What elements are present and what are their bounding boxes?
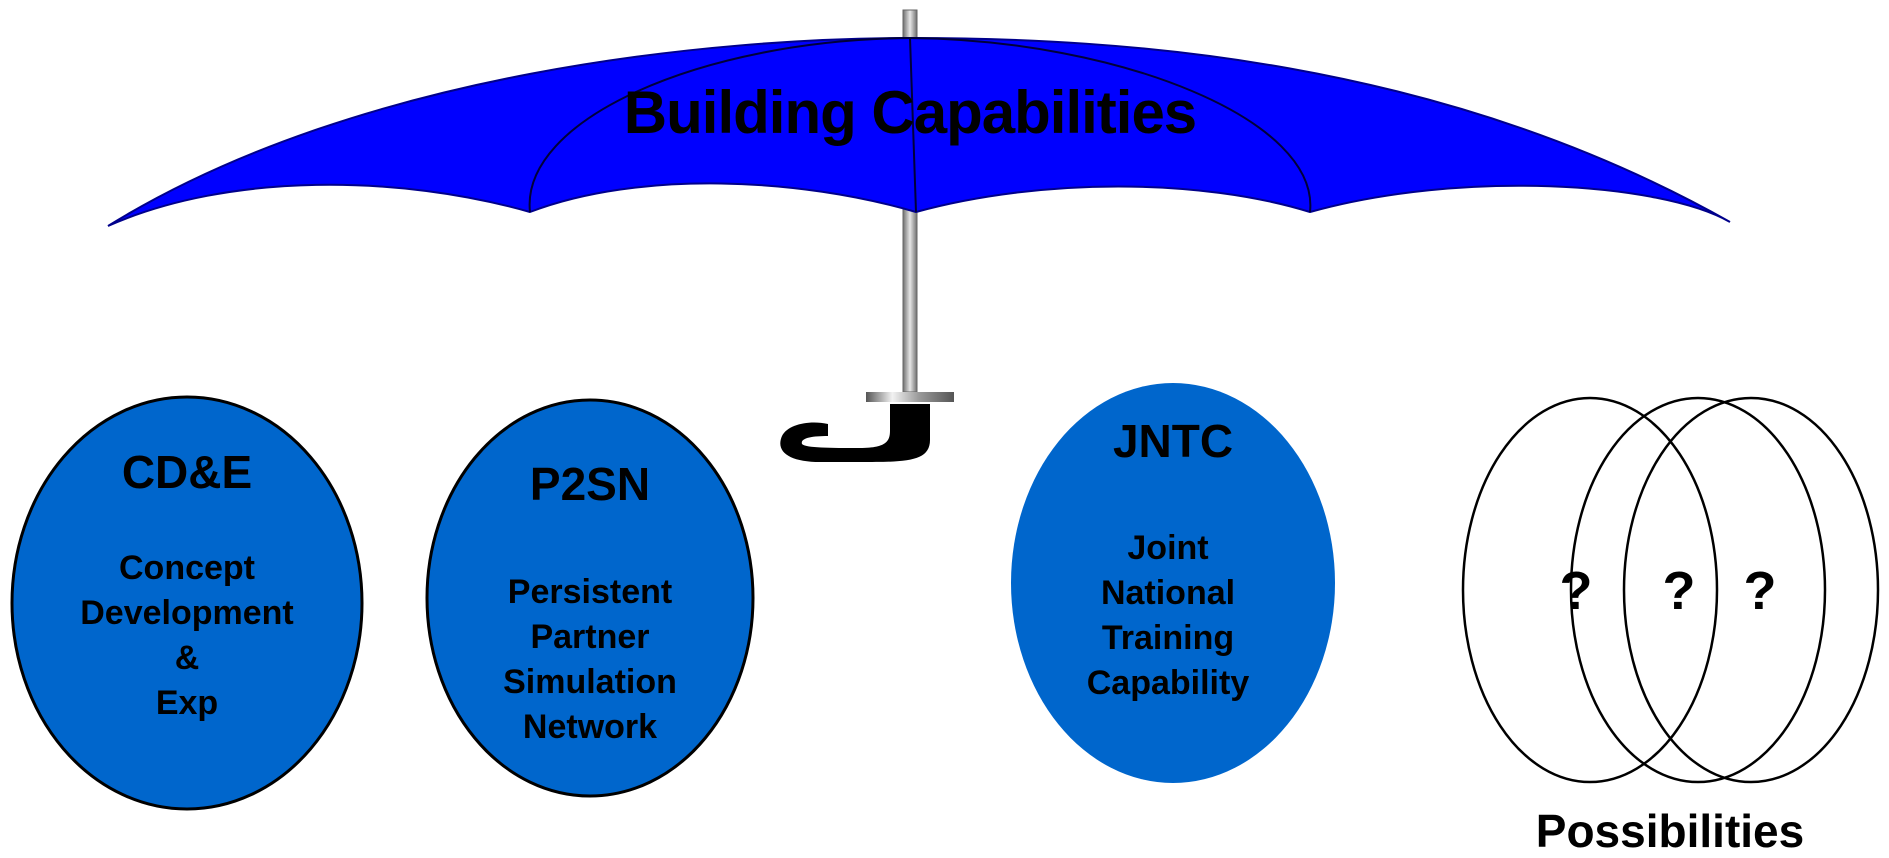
cde-line-3: & xyxy=(174,639,200,677)
p2sn-bubble xyxy=(425,398,755,798)
diagram-title: Building Capabilities xyxy=(623,79,1197,146)
possibility-ellipse-2 xyxy=(1569,396,1827,784)
jntc-line-4: Capability xyxy=(1086,664,1250,702)
cde-bubble xyxy=(10,395,364,811)
umbrella-handle xyxy=(780,404,930,462)
cde-line-1: Concept xyxy=(119,549,255,587)
umbrella-canopy xyxy=(107,36,1731,227)
question-mark-1: ? xyxy=(1559,561,1593,621)
umbrella-rib-center xyxy=(909,37,917,213)
question-mark-2: ? xyxy=(1662,561,1696,621)
cde-abbr: CD&E xyxy=(121,446,253,498)
jntc-bubble xyxy=(1011,383,1335,783)
cde-line-4: Exp xyxy=(155,684,219,722)
question-mark-3: ? xyxy=(1743,561,1777,621)
umbrella-icon xyxy=(107,9,1731,462)
umbrella-shaft xyxy=(902,199,918,393)
jntc-line-2: National xyxy=(1100,574,1236,612)
umbrella-ferrule xyxy=(866,392,954,402)
possibilities-label: Possibilities xyxy=(1535,805,1805,857)
jntc-line-3: Training xyxy=(1101,619,1235,657)
possibility-ellipse-3 xyxy=(1622,396,1880,784)
p2sn-line-4: Network xyxy=(522,708,658,746)
possibility-ellipse-1 xyxy=(1461,396,1719,784)
cde-description: Concept Development & Exp xyxy=(37,546,337,726)
umbrella-rib-left xyxy=(528,37,911,213)
jntc-description: Joint National Training Capability xyxy=(1018,526,1318,706)
p2sn-line-2: Partner xyxy=(530,618,650,656)
jntc-line-1: Joint xyxy=(1127,529,1209,567)
possibilities-venn xyxy=(1461,396,1880,784)
p2sn-abbr: P2SN xyxy=(529,458,651,510)
umbrella-rib-right xyxy=(909,37,1312,213)
p2sn-description: Persistent Partner Simulation Network xyxy=(440,570,740,750)
cde-line-2: Development xyxy=(80,594,294,632)
p2sn-line-1: Persistent xyxy=(507,573,673,611)
jntc-abbr: JNTC xyxy=(1112,415,1234,467)
p2sn-line-3: Simulation xyxy=(503,663,677,701)
